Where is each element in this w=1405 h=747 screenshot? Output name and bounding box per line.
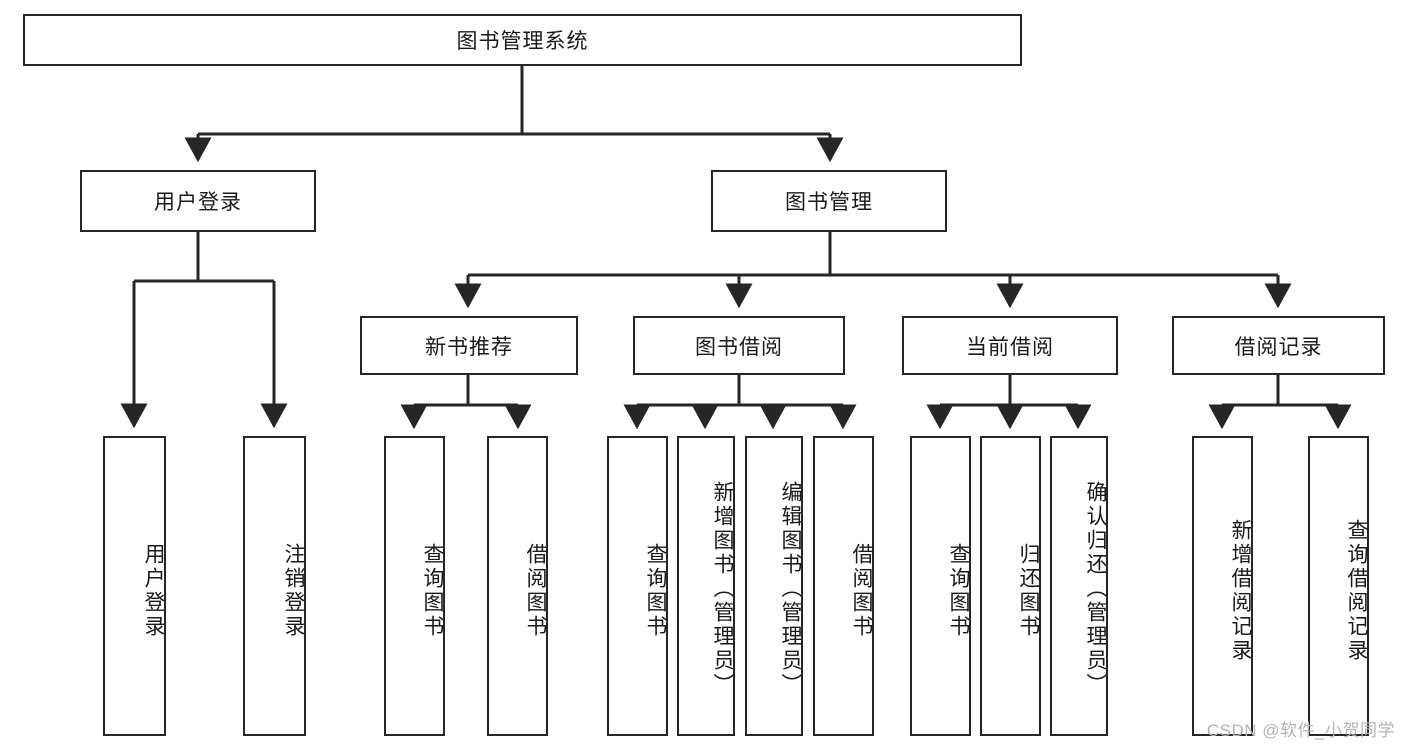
node-current-borrow-label: 当前借阅 — [966, 335, 1054, 359]
node-leaf-borrow-book-1-label: 借阅图书 — [524, 543, 547, 639]
node-leaf-confirm-return[interactable]: 确认归还（管理员） — [1050, 436, 1108, 736]
node-leaf-return-book-label: 归还图书 — [1017, 543, 1040, 639]
node-current-borrow[interactable]: 当前借阅 — [902, 316, 1118, 375]
node-root-label: 图书管理系统 — [456, 30, 589, 53]
node-new-book-recommend-label: 新书推荐 — [425, 335, 513, 359]
node-user-login[interactable]: 用户登录 — [80, 170, 316, 232]
node-user-login-label: 用户登录 — [154, 191, 242, 214]
node-leaf-user-login[interactable]: 用户登录 — [103, 436, 166, 736]
csdn-watermark: CSDN @软件_小贺同学 — [1206, 721, 1395, 740]
node-leaf-add-book[interactable]: 新增图书（管理员） — [677, 436, 735, 736]
node-leaf-query-book-1[interactable]: 查询图书 — [384, 436, 445, 736]
node-leaf-borrow-book-2[interactable]: 借阅图书 — [813, 436, 874, 736]
node-leaf-logout[interactable]: 注销登录 — [243, 436, 306, 736]
node-borrow-record-label: 借阅记录 — [1234, 335, 1323, 359]
node-new-book-recommend[interactable]: 新书推荐 — [360, 316, 578, 375]
node-leaf-confirm-return-label: 确认归还（管理员） — [1084, 481, 1107, 697]
node-leaf-query-book-1-label: 查询图书 — [421, 543, 444, 639]
node-root[interactable]: 图书管理系统 — [23, 14, 1022, 66]
node-leaf-add-record[interactable]: 新增借阅记录 — [1192, 436, 1253, 736]
node-leaf-add-record-label: 新增借阅记录 — [1229, 519, 1252, 663]
node-leaf-query-book-2-label: 查询图书 — [644, 543, 667, 639]
node-leaf-query-record[interactable]: 查询借阅记录 — [1308, 436, 1369, 736]
node-leaf-borrow-book-2-label: 借阅图书 — [850, 543, 873, 639]
node-leaf-query-book-3[interactable]: 查询图书 — [910, 436, 971, 736]
node-book-borrow[interactable]: 图书借阅 — [633, 316, 845, 375]
node-leaf-add-book-label: 新增图书（管理员） — [711, 481, 734, 697]
node-book-manage-label: 图书管理 — [785, 191, 873, 214]
node-leaf-query-record-label: 查询借阅记录 — [1345, 519, 1368, 663]
node-leaf-edit-book[interactable]: 编辑图书（管理员） — [745, 436, 803, 736]
node-leaf-borrow-book-1[interactable]: 借阅图书 — [487, 436, 548, 736]
node-leaf-query-book-2[interactable]: 查询图书 — [607, 436, 668, 736]
node-borrow-record[interactable]: 借阅记录 — [1172, 316, 1385, 375]
node-book-manage[interactable]: 图书管理 — [711, 170, 947, 232]
node-leaf-return-book[interactable]: 归还图书 — [980, 436, 1041, 736]
node-leaf-user-login-label: 用户登录 — [142, 543, 165, 639]
node-leaf-logout-label: 注销登录 — [282, 543, 305, 639]
node-leaf-edit-book-label: 编辑图书（管理员） — [779, 481, 802, 697]
node-leaf-query-book-3-label: 查询图书 — [947, 543, 970, 639]
node-book-borrow-label: 图书借阅 — [695, 335, 783, 359]
